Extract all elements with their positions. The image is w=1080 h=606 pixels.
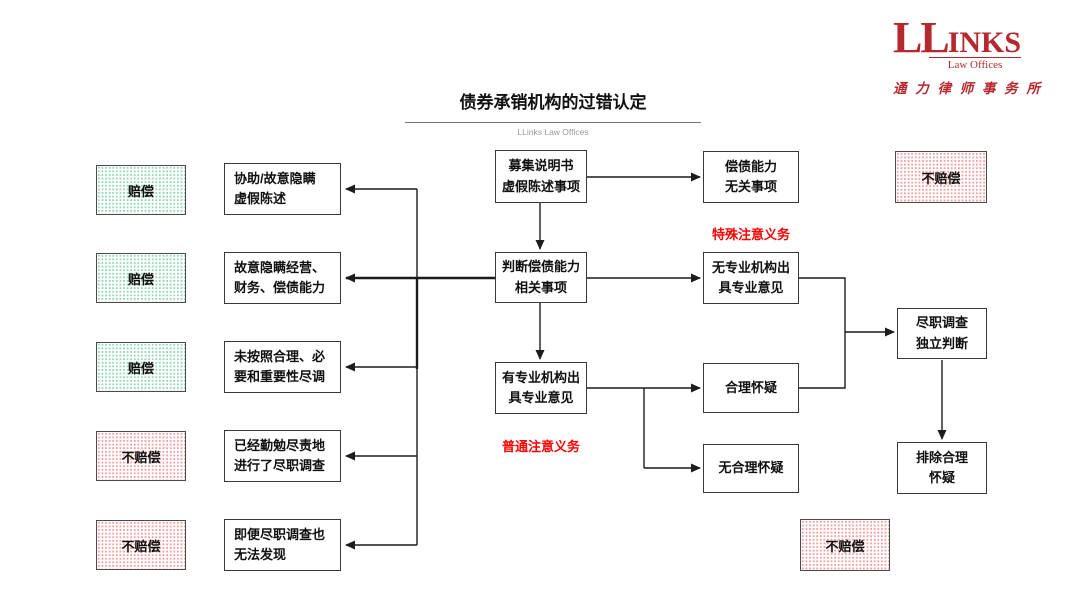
node-assist-conceal-misstatement: 协助/故意隐瞒 虚假陈述 xyxy=(224,163,341,215)
node-solvency-irrelevant-matters: 偿债能力 无关事项 xyxy=(703,151,799,203)
logo-ll: LL xyxy=(893,13,950,62)
page-title: 债券承销机构的过错认定 xyxy=(405,88,701,123)
outcome-no-compensate-5: 不赔偿 xyxy=(96,520,186,570)
outcome-compensate-1: 赔偿 xyxy=(96,165,186,215)
logo-chinese-name: 通 力 律 师 事 务 所 xyxy=(893,81,1043,96)
title-block: 债券承销机构的过错认定 LLinks Law Offices xyxy=(405,88,701,137)
annotation-special-duty-of-care: 特殊注意义务 xyxy=(711,227,790,242)
llinks-wordmark: LLINKS xyxy=(893,16,1025,60)
node-diligent-dd-performed: 已经勤勉尽责地 进行了尽职调查 xyxy=(224,430,341,482)
node-reasonable-doubt: 合理怀疑 xyxy=(703,363,799,413)
node-no-reasonable-doubt: 无合理怀疑 xyxy=(703,444,799,493)
outcome-compensate-2: 赔偿 xyxy=(96,253,186,303)
outcome-no-compensate-4: 不赔偿 xyxy=(96,431,186,481)
llinks-logo: LLINKS Law Offices 通 力 律 师 事 务 所 xyxy=(893,16,1043,97)
annotation-ordinary-duty-of-care: 普通注意义务 xyxy=(501,439,580,454)
node-dd-independent-judgment: 尽职调查 独立判断 xyxy=(897,308,987,359)
node-with-expert-opinion: 有专业机构出 具专业意见 xyxy=(495,362,587,414)
node-conceal-operation-finance-solvency: 故意隐瞒经营、 财务、偿债能力 xyxy=(224,252,341,304)
logo-law-offices: Law Offices xyxy=(929,57,1021,71)
page-subtitle: LLinks Law Offices xyxy=(517,127,589,137)
logo-inks: INKS xyxy=(947,26,1022,59)
node-judge-solvency-matters: 判断偿债能力 相关事项 xyxy=(495,252,587,303)
node-undiscoverable-even-with-dd: 即便尽职调查也 无法发现 xyxy=(224,519,341,571)
node-prospectus-misstatement: 募集说明书 虚假陈述事项 xyxy=(495,150,587,203)
outcome-no-compensate-top-right: 不赔偿 xyxy=(895,151,987,203)
outcome-no-compensate-bottom: 不赔偿 xyxy=(800,519,890,571)
node-no-reasonable-necessary-dd: 未按照合理、必 要和重要性尽调 xyxy=(224,341,341,393)
node-eliminate-reasonable-doubt: 排除合理 怀疑 xyxy=(897,442,987,494)
node-no-expert-opinion: 无专业机构出 具专业意见 xyxy=(703,252,799,304)
outcome-compensate-3: 赔偿 xyxy=(96,342,186,392)
